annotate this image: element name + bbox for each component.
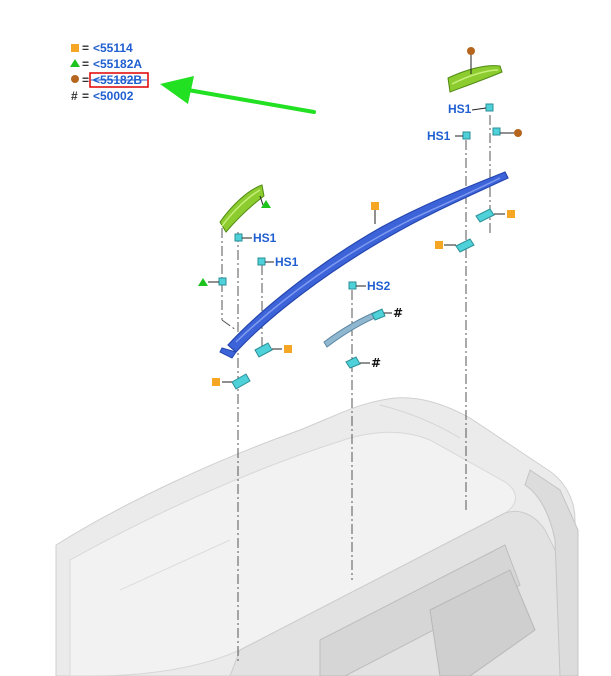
orange-square-marker [435, 241, 443, 249]
hash-icon: # [71, 89, 78, 103]
svg-text:=: = [82, 57, 89, 71]
highlight-box [89, 72, 149, 88]
hash-label: # [393, 306, 403, 320]
brown-circle-marker [514, 129, 522, 137]
hs1-label: HS1 [427, 129, 451, 143]
hs1-label: HS1 [275, 255, 299, 269]
legend-code: <55114 [93, 41, 133, 55]
orange-square-marker [212, 378, 220, 386]
hs2-label: HS2 [367, 279, 391, 293]
orange-square-marker [507, 210, 515, 218]
hash-label: # [371, 356, 381, 370]
orange-square-marker [371, 202, 379, 210]
front-end-cap [219, 184, 265, 233]
rear-end-cap [447, 65, 503, 93]
svg-text:=: = [82, 73, 89, 87]
svg-text:=: = [82, 89, 89, 103]
legend-code: <50002 [93, 89, 134, 103]
legend: = <55114 = <55182A = <55182B # = <50002 [70, 41, 149, 103]
green-triangle-marker [198, 278, 208, 286]
roof-rail [219, 171, 509, 359]
brown-circle-icon [71, 75, 79, 83]
hs1-label: HS1 [253, 231, 277, 245]
hs1-label: HS1 [448, 102, 472, 116]
center-lines [221, 115, 491, 662]
annotation-arrow [160, 76, 316, 114]
leader-lines [208, 51, 514, 383]
green-triangle-icon [70, 59, 80, 67]
callout-labels: HS1 HS1 HS2 HS1 HS1 # # [253, 102, 472, 370]
svg-text:=: = [82, 41, 89, 55]
green-triangle-marker [261, 200, 271, 208]
orange-square-icon [71, 44, 79, 52]
orange-square-marker [284, 345, 292, 353]
brown-circle-marker [467, 47, 475, 55]
callout-symbols [198, 47, 522, 386]
legend-code: <55182A [93, 57, 142, 71]
vehicle-body [55, 397, 579, 676]
